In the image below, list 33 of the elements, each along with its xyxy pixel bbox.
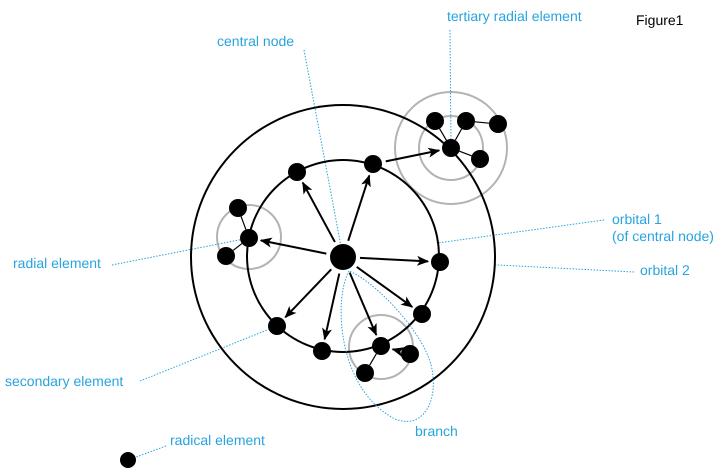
leader-line [495,264,634,272]
callout-label: tertiary radial element [447,8,582,25]
figure-label: Figure1 [636,12,684,29]
connector-line [369,353,377,366]
connector-line [240,216,246,230]
connector-line [439,128,447,141]
arrow [260,238,327,255]
leader-line [135,446,166,458]
arrow [322,273,340,340]
callout-label: secondary element [5,373,124,390]
callout-label: orbital 1 (of central node) [612,211,714,245]
callout-label: branch [415,423,458,440]
connector-line [232,243,242,251]
connector-line [459,150,472,156]
arrow [284,268,332,318]
leader-line [450,30,452,140]
callout-label: radial element [13,255,101,272]
callout-label: radical element [170,432,265,449]
arrow [347,174,371,242]
arrow [360,256,430,266]
arrow [348,272,378,336]
arrow [302,182,336,243]
leader-line [112,239,241,266]
leader-line [438,220,604,244]
callout-label: orbital 2 [640,262,690,279]
connector-line [474,121,490,124]
connector-line [454,128,462,140]
callout-label: central node [217,33,294,50]
arrow [356,266,414,308]
leader-line [140,328,270,382]
arrow [392,347,404,357]
arrow [386,148,440,162]
leader-line [304,50,342,245]
